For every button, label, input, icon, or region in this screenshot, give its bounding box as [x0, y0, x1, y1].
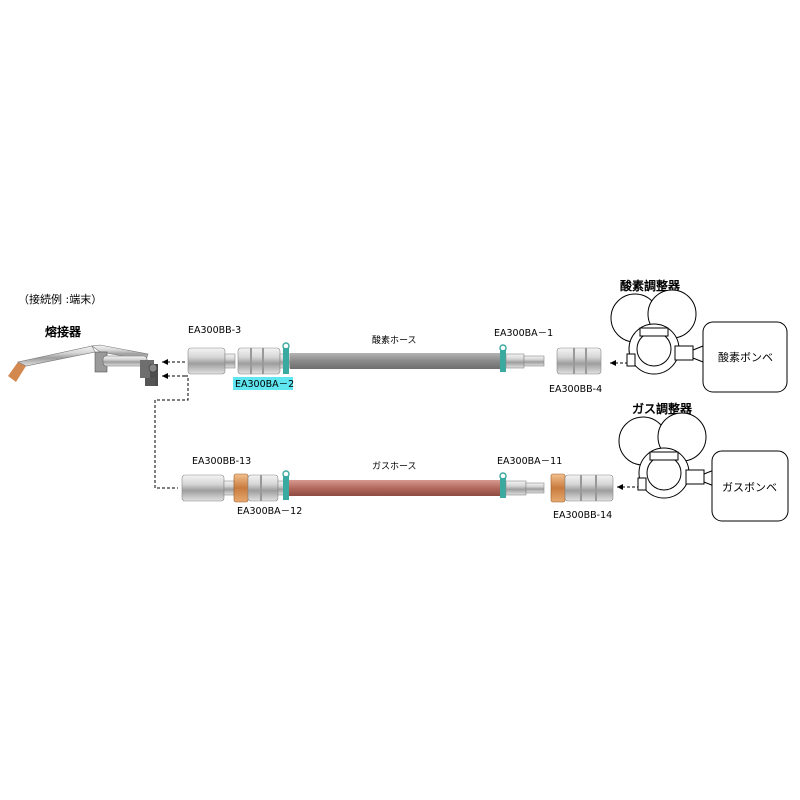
welding-torch-icon: [8, 344, 158, 386]
oxygen-left-socket-part: [187, 347, 236, 375]
oxygen-regulator-label: 酸素調整器: [620, 278, 681, 293]
oxygen-left-plug-label: EA300BA－2: [235, 379, 294, 390]
oxygen-left-plug-highlight: [233, 377, 293, 390]
oxygen-hose-clip-left: [282, 342, 290, 374]
gas-left-socket-part: [181, 474, 235, 502]
torch-label: 熔接器: [45, 324, 82, 339]
gas-right-plug-label: EA300BA－11: [497, 456, 562, 467]
diagram-title: （接続例 :端末）: [18, 292, 102, 306]
gas-left-coupler-part: [233, 473, 285, 503]
oxygen-hose-clip-right: [499, 344, 507, 372]
gas-left-plug-label: EA300BA－12: [237, 506, 302, 517]
oxygen-right-socket-part: [556, 347, 602, 375]
oxygen-left-coupler-part: [237, 347, 291, 375]
oxygen-cylinder-label: 酸素ボンベ: [718, 350, 773, 364]
gas-hose-clip-left: [282, 470, 290, 500]
gas-regulator-icon: [618, 412, 715, 499]
gas-regulator-label: ガス調整器: [632, 401, 693, 416]
torch-gas-connector-line: [154, 375, 189, 489]
gas-right-socket-label: EA300BB-14: [553, 510, 612, 521]
oxygen-regulator-icon: [610, 289, 704, 375]
gas-cylinder-box: [711, 450, 789, 522]
oxygen-right-plug-part: [505, 353, 545, 369]
oxygen-right-plug-label: EA300BA－1: [494, 328, 553, 339]
gas-hose: [289, 480, 501, 496]
gas-right-plug-part: [505, 480, 545, 496]
oxygen-left-socket-label: EA300BB-3: [188, 325, 241, 336]
oxygen-hose: [290, 353, 500, 369]
gas-right-socket-part: [550, 473, 614, 503]
gas-left-socket-label: EA300BB-13: [192, 456, 251, 467]
oxygen-cylinder-box: [702, 321, 788, 393]
gas-hose-clip-right: [499, 472, 507, 498]
oxygen-hose-label: 酸素ホース: [372, 334, 417, 346]
gas-cylinder-label: ガスボンベ: [722, 481, 777, 494]
oxygen-right-socket-label: EA300BB-4: [549, 384, 602, 395]
gas-hose-label: ガスホース: [372, 461, 417, 472]
